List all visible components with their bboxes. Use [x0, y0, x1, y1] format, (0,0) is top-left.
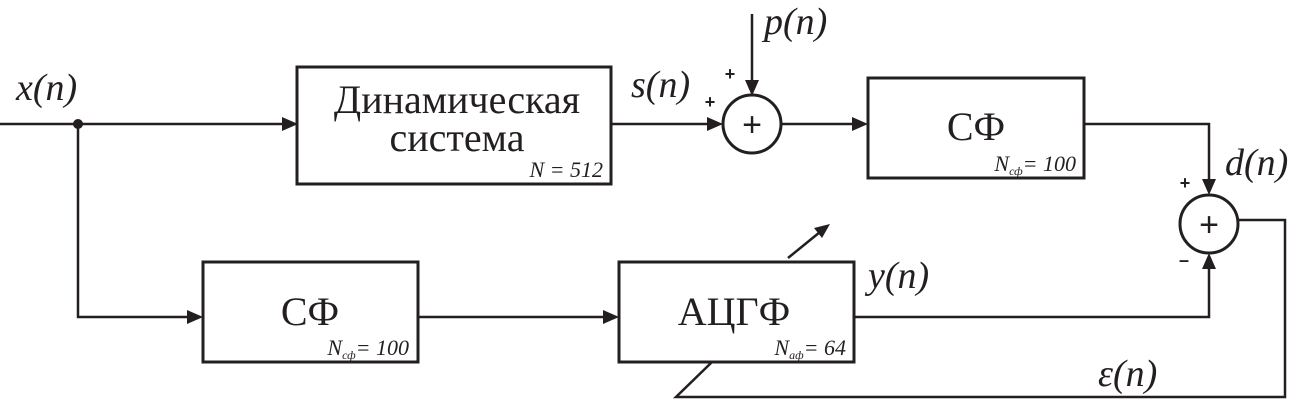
sf-bottom-block: СФ Nсф= 100 [201, 260, 420, 364]
sf-bottom-param-subscript: сф [342, 348, 356, 362]
signal-x-label: x(n) [15, 67, 77, 109]
top-summer-symbol: + [742, 106, 762, 144]
right-summer-sign-top: + [1180, 173, 1191, 193]
adaptive-filter-param-symbol: N [773, 335, 790, 360]
sf-top-param-symbol: N [993, 151, 1010, 176]
signal-p-label: p(n) [761, 1, 827, 43]
sf-top-param: Nсф= 100 [993, 151, 1076, 178]
arrow-d-into-summer [1202, 179, 1216, 195]
right-summer-symbol: + [1199, 206, 1219, 244]
sf-bottom-param: Nсф= 100 [326, 335, 409, 362]
dynamic-system-block: Динамическая система N = 512 [295, 65, 613, 186]
sf-bottom-param-value: = 100 [356, 335, 409, 360]
adaptive-filter-param-value: = 64 [804, 335, 846, 360]
sf-bottom-param-symbol: N [326, 335, 343, 360]
error-wire [672, 218, 1287, 399]
signal-s-label: s(n) [631, 64, 690, 106]
sf-bottom-label: СФ [281, 289, 339, 334]
sf-top-block: СФ Nсф= 100 [866, 76, 1086, 180]
adaptive-filter-label: АЦГФ [678, 289, 791, 334]
sf-top-label: СФ [947, 104, 1005, 149]
top-summer-sign-left: + [705, 92, 716, 112]
signal-error-label: ε(n) [1098, 353, 1157, 395]
signal-y-label: y(n) [864, 255, 929, 297]
y-wire [854, 266, 1211, 319]
sf-top-param-value: = 100 [1023, 151, 1076, 176]
top-summer-sign-top: + [725, 64, 736, 84]
adaptation-arrow-head [814, 224, 830, 238]
arrow-into-dynamic-system [282, 117, 298, 131]
d-wire [1084, 122, 1211, 182]
signal-d-label: d(n) [1225, 142, 1288, 184]
right-summer: + [1178, 193, 1240, 255]
arrow-y-into-summer [1202, 253, 1216, 269]
dynamic-system-label-line1: Динамическая [334, 77, 580, 122]
arrow-into-adaptive-filter [603, 310, 619, 324]
adaptation-arrow [787, 231, 821, 259]
adaptive-filter-param: Nаф= 64 [773, 335, 846, 362]
dynamic-system-label-line2: система [390, 115, 525, 160]
arrow-into-sf-top [852, 117, 868, 131]
top-summer: + [721, 93, 783, 155]
branch-wire [76, 124, 190, 319]
adaptive-filter-param-subscript: аф [789, 348, 804, 362]
right-summer-sign-bottom: – [1179, 250, 1189, 270]
arrow-into-sf-bottom [187, 310, 203, 324]
arrow-p-into-summer [745, 80, 759, 96]
adaptive-filter-block: АЦГФ Nаф= 64 [617, 260, 856, 364]
sf-top-param-subscript: сф [1009, 164, 1023, 178]
arrow-into-top-summer [707, 117, 723, 131]
dynamic-system-param: N = 512 [528, 157, 603, 182]
